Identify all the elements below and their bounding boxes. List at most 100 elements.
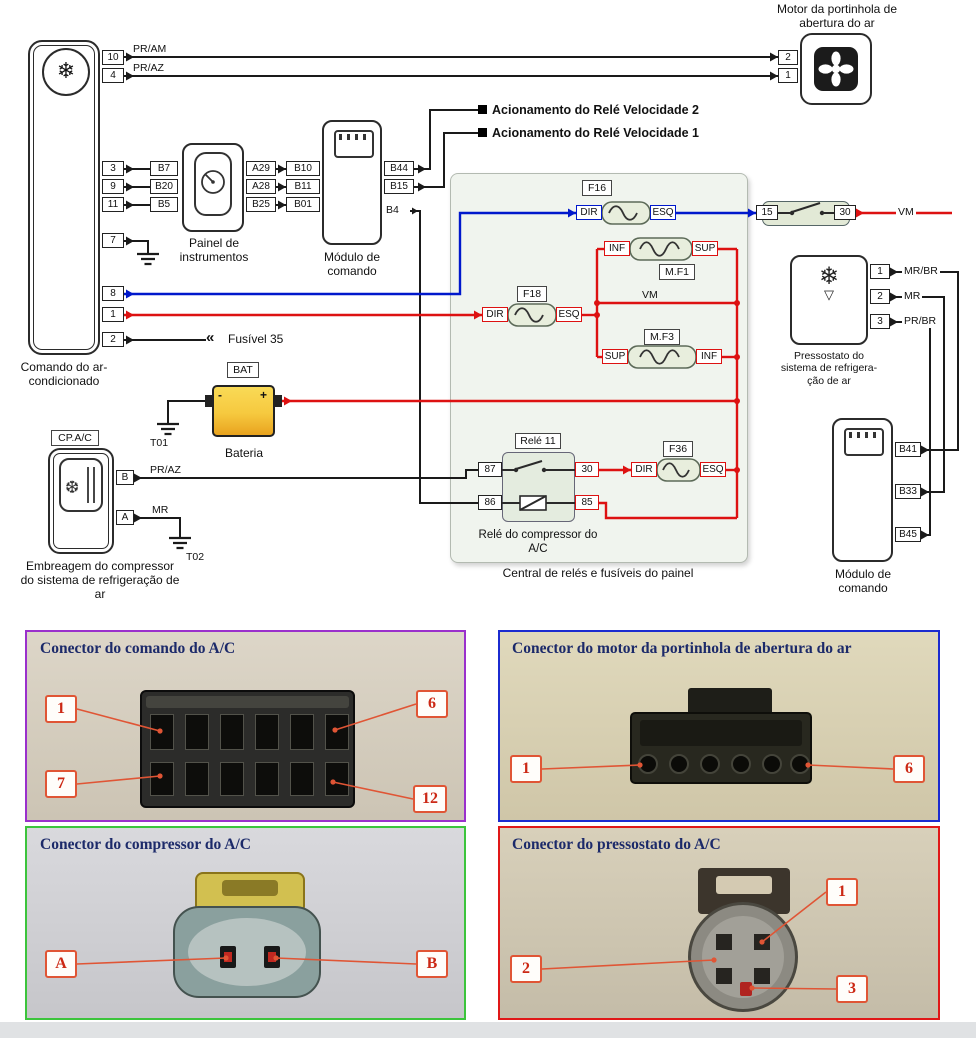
- panel-pin-b25: B25: [246, 197, 276, 212]
- pressostat-label-line3: ção de ar: [807, 374, 851, 387]
- page-bottom-strip: [0, 1022, 976, 1038]
- pressostat-connector-bracket-slot: [716, 876, 772, 894]
- ac-pin-3: 3: [102, 161, 124, 176]
- ac-control-label: Comando do ar-condicionado: [20, 360, 108, 389]
- relay-speed2-label: Acionamento do Relé Velocidade 2: [492, 103, 700, 117]
- wire-label-clutch-praz: PR/AZ: [150, 464, 181, 476]
- wire-label-mrbr: MR/BR: [902, 265, 940, 278]
- ac-command-connector-photo: [140, 690, 355, 808]
- ac-pin-4: 4: [102, 68, 124, 83]
- f18-dir: DIR: [482, 307, 508, 322]
- compressor-connector-cap-slot: [222, 880, 278, 896]
- relay-pin-87: 87: [478, 462, 502, 477]
- callout-c3-b: B: [416, 950, 448, 978]
- module2-pin-b41: B41: [895, 442, 921, 457]
- battery-box: [212, 385, 275, 437]
- ac-pin-7: 7: [102, 233, 124, 248]
- panel-pin-b5: B5: [150, 197, 178, 212]
- snowflake-icon: ❄: [42, 48, 90, 96]
- speed1-bullet: [478, 128, 487, 137]
- pressostat-hole: [716, 934, 732, 950]
- callout-c2-6: 6: [893, 755, 925, 783]
- fuse-f18-tag: F18: [517, 286, 547, 302]
- f36-dir: DIR: [631, 462, 657, 477]
- panel-pin-a29: A29: [246, 161, 276, 176]
- snowflake-glyph: ❄: [818, 263, 840, 290]
- callout-c2-1: 1: [510, 755, 542, 783]
- panel-pin-b20: B20: [150, 179, 178, 194]
- mf1-sup: SUP: [692, 241, 718, 256]
- callout-c4-1: 1: [826, 878, 858, 906]
- panel1-title: Conector do comando do A/C: [40, 640, 236, 657]
- clutch-icon: ❆: [59, 458, 103, 512]
- compressor-connector-face: [188, 918, 306, 986]
- connector-slot: [185, 762, 209, 796]
- connector-slot: [290, 714, 314, 750]
- panel3-title: Conector do compressor do A/C: [40, 836, 251, 853]
- connector-slot: [150, 762, 174, 796]
- f16-dir: DIR: [576, 205, 602, 220]
- wire-label-prbr: PR/BR: [902, 315, 939, 328]
- callout-c4-3: 3: [836, 975, 868, 1003]
- module2-pin-b33: B33: [895, 484, 921, 499]
- fuse-f36-tag: F36: [663, 441, 693, 457]
- pressostat-hole: [716, 968, 732, 984]
- module-pin-b01: B01: [286, 197, 320, 212]
- module-pin-b4: B4: [386, 204, 399, 216]
- clutch-pin-b: B: [116, 470, 134, 485]
- ignition-pin-30: 30: [834, 205, 856, 220]
- motor-pin-1: 1: [778, 68, 798, 83]
- callout-c1-7: 7: [45, 770, 77, 798]
- pressostat-label: Pressostato do sistema de refrigera- ção…: [779, 350, 879, 387]
- relay-11-body: [502, 452, 575, 522]
- chip-icon: [844, 428, 884, 456]
- pressostat-hole: [754, 968, 770, 984]
- module2-pin-b45: B45: [895, 527, 921, 542]
- battery-label: Bateria: [224, 446, 264, 460]
- instrument-panel-label: Painel de instrumentos: [179, 236, 249, 265]
- gauge-icon: [194, 152, 232, 216]
- connector-slot: [325, 762, 349, 796]
- connector-slot: [255, 714, 279, 750]
- snowflake-glyph: ❄: [56, 58, 76, 83]
- callout-c1-12: 12: [413, 785, 447, 813]
- fuse-f16-tag: F16: [582, 180, 612, 196]
- pressostat-icon: ❄ ▽: [794, 263, 864, 302]
- fuse-35-label: Fusível 35: [228, 332, 284, 346]
- relay-pin-30: 30: [575, 462, 599, 477]
- clutch-label: Embreagem do compressor do sistema de re…: [20, 559, 180, 602]
- fan-icon: [814, 47, 858, 91]
- connector-slot: [150, 714, 174, 750]
- fuse-mf3-tag: M.F3: [644, 329, 680, 345]
- pressostat-hole: [754, 934, 770, 950]
- ac-pin-9: 9: [102, 179, 124, 194]
- ground-t02-label: T02: [186, 551, 205, 563]
- ac-pin-2: 2: [102, 332, 124, 347]
- ac-pin-8: 8: [102, 286, 124, 301]
- fuse-mf1-tag: M.F1: [659, 264, 695, 280]
- clutch-snowflake-glyph: ❆: [65, 478, 79, 497]
- f18-esq: ESQ: [556, 307, 582, 322]
- connector-slot: [185, 714, 209, 750]
- central-panel-label: Central de relés e fusíveis do painel: [502, 566, 694, 580]
- pressostat-box: [790, 255, 868, 345]
- command-module2-label: Módulo de comando: [834, 567, 892, 596]
- ground-t01-label: T01: [150, 437, 169, 449]
- chip-icon: [334, 130, 374, 158]
- speed2-bullet: [478, 105, 487, 114]
- relay-label: Relé do compressor do A/C: [478, 529, 598, 555]
- wire-label-vm-mid: VM: [642, 289, 658, 301]
- pressostat-pin-1: 1: [870, 264, 890, 279]
- module-pin-b15: B15: [384, 179, 414, 194]
- connector-slot: [290, 762, 314, 796]
- module-pin-b11: B11: [286, 179, 320, 194]
- panel4-title: Conector do pressostato do A/C: [512, 836, 721, 853]
- ac-command-connector-top: [146, 696, 349, 708]
- mf3-inf: INF: [696, 349, 722, 364]
- command-module-label: Módulo de comando: [323, 250, 381, 279]
- connector-slot: [325, 714, 349, 750]
- module-pin-b10: B10: [286, 161, 320, 176]
- relay-pin-85: 85: [575, 495, 599, 510]
- connector-slot: [255, 762, 279, 796]
